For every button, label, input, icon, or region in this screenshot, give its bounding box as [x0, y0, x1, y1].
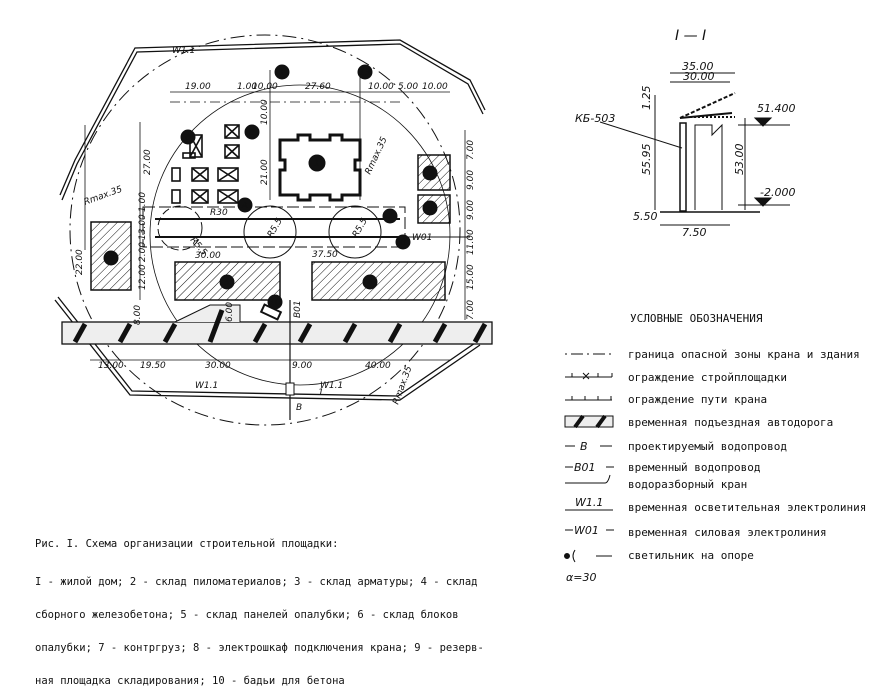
- crane-track: [142, 205, 406, 259]
- caption-line: ная площадка складирования; 10 - бадьи д…: [35, 675, 345, 687]
- dim-right-3: 11.00: [466, 229, 476, 255]
- level-top: 51.400: [757, 102, 796, 115]
- crane-model: КБ-503: [575, 112, 615, 125]
- section-drawing: [599, 72, 790, 226]
- label-8: 8: [400, 238, 406, 248]
- zone-radius-bottom: Rmax.35: [391, 365, 414, 406]
- legend-item-lighting: временная осветительная электролиния: [628, 501, 866, 514]
- dim-top-3: 27.60: [305, 82, 331, 92]
- legend-symbol-lighting: W1.1: [575, 496, 603, 509]
- section-dim-30: 30.00: [683, 70, 715, 83]
- formwork-blocks: [171, 124, 240, 204]
- dim-left-3: 2.00: [138, 242, 148, 262]
- legend-symbols: [564, 353, 614, 563]
- legend-item-temp-water: временный водопровод: [628, 461, 761, 474]
- dim-inner-3: 37.50: [312, 250, 338, 260]
- axis-e: E: [249, 128, 255, 138]
- axis-1: 1: [279, 68, 285, 78]
- label-10: 10: [269, 298, 281, 308]
- label-4: 4: [367, 278, 373, 288]
- dim-top-5: 5.00: [398, 82, 418, 92]
- dim-bottom-1: 19.50: [140, 361, 166, 371]
- warehouses: [90, 154, 451, 301]
- section-dim-750: 7.50: [682, 226, 707, 239]
- dim-top-2: 10.00: [252, 82, 278, 92]
- section-dim-5595: 55.95: [640, 144, 653, 176]
- legend-item-site-fence: ограждение стройплощадки: [628, 371, 787, 384]
- label-2: 2: [427, 169, 433, 179]
- dim-left-5: 12.00: [138, 264, 148, 290]
- dim-top-6: 10.00: [422, 82, 448, 92]
- dim-bottom-0: 13.00: [98, 361, 124, 371]
- crane-work-zone: [149, 84, 451, 386]
- fence-line-label-b2: W1.1: [320, 381, 343, 391]
- legend-item-lamp: светильник на опоре: [628, 549, 754, 562]
- section-dim-53: 53.00: [733, 144, 746, 176]
- dim-left-4: 22.00: [75, 249, 85, 275]
- legend-item-tap: водоразборный кран: [628, 478, 747, 491]
- figure-caption: Рис. I. Схема организации строительной п…: [35, 517, 484, 698]
- legend-symbol-lamp: α=30: [566, 571, 596, 584]
- zone-radius-center: Rmax.35: [364, 135, 390, 176]
- dim-right-5: 7.00: [466, 300, 476, 320]
- temporary-road: [61, 303, 493, 345]
- dim-right-1: 9.00: [466, 170, 476, 190]
- section-dim-550: 5.50: [633, 210, 658, 223]
- dim-inner-1: 21.00: [260, 159, 270, 185]
- label-3: 3: [427, 204, 433, 214]
- dim-right-2: 9.00: [466, 200, 476, 220]
- building-residential: [278, 133, 362, 202]
- fence-line-label-top: W1.1: [172, 46, 195, 56]
- caption-title: Рис. I. Схема организации строительной п…: [35, 538, 339, 550]
- dim-top-0: 19.00: [185, 82, 211, 92]
- label-5: 5: [224, 278, 230, 288]
- power-line-label: W01: [412, 233, 432, 243]
- legend-item-water: проектируемый водопровод: [628, 440, 787, 453]
- drawing: 19.00 1.00 10.00 27.60 10.00 5.00 10.00 …: [54, 28, 866, 584]
- legend-symbol-power: W01: [574, 524, 599, 537]
- dim-left-2: 13.00: [138, 214, 148, 240]
- dim-left-6: 8.00: [133, 305, 143, 325]
- dim-inner-4: R30: [210, 208, 228, 218]
- dim-bottom-2: 30.00: [205, 361, 231, 371]
- caption-line: опалубки; 7 - контргруз; 8 - электрошкаф…: [35, 642, 484, 654]
- caption-line: сборного железобетона; 5 - склад панелей…: [35, 609, 459, 621]
- fence-line-label-b1: W1.1: [195, 381, 218, 391]
- caption-line: I - жилой дом; 2 - склад пиломатериалов;…: [35, 576, 478, 588]
- dim-top-1: 1.00: [237, 82, 257, 92]
- dim-inner-0: 10.00: [260, 99, 270, 125]
- label-1: 1: [314, 159, 320, 169]
- crane-danger-zone: [69, 34, 461, 426]
- road-width: 6.00: [225, 302, 235, 322]
- zone-radius-left: Rmax.35: [83, 185, 124, 208]
- dim-inner-2: 30.00: [195, 251, 221, 261]
- section-title: I — I: [675, 28, 706, 44]
- legend-symbol-temp-water: В01: [574, 461, 596, 474]
- label-7: 7: [387, 212, 393, 222]
- water-line-label: B: [296, 403, 302, 413]
- section-dim-125: 1.25: [640, 86, 653, 111]
- legend-item-road: временная подъездная автодорога: [628, 416, 833, 429]
- label-9: 9: [108, 254, 114, 264]
- axis-13: 13: [359, 68, 371, 78]
- legend-item-crane-zone: граница опасной зоны крана и здания: [628, 348, 860, 361]
- label-6: 6: [185, 133, 191, 143]
- level-bottom: -2.000: [760, 186, 795, 199]
- dim-right-0: 7.00: [466, 140, 476, 160]
- dim-bottom-3: 9.00: [292, 361, 312, 371]
- legend-item-track-fence: ограждение пути крана: [628, 393, 767, 406]
- dim-top-4: 10.00: [368, 82, 394, 92]
- axis-a: A: [241, 201, 248, 211]
- temp-water-label: B01: [293, 300, 303, 318]
- dim-left-1: 1.00: [138, 192, 148, 212]
- dim-left-0: 27.00: [143, 149, 153, 175]
- section-cut-mark: 1: [318, 388, 324, 398]
- legend-item-power: временная силовая электролиния: [628, 526, 827, 539]
- dim-bottom-4: 40.00: [365, 361, 391, 371]
- warehouse-precast: [311, 261, 446, 301]
- section-dim-35: 35.00: [682, 60, 714, 73]
- legend-symbol-water: В: [580, 440, 588, 453]
- legend-title: УСЛОВНЫЕ ОБОЗНАЧЕНИЯ: [630, 312, 763, 325]
- dim-right-4: 15.00: [466, 264, 476, 290]
